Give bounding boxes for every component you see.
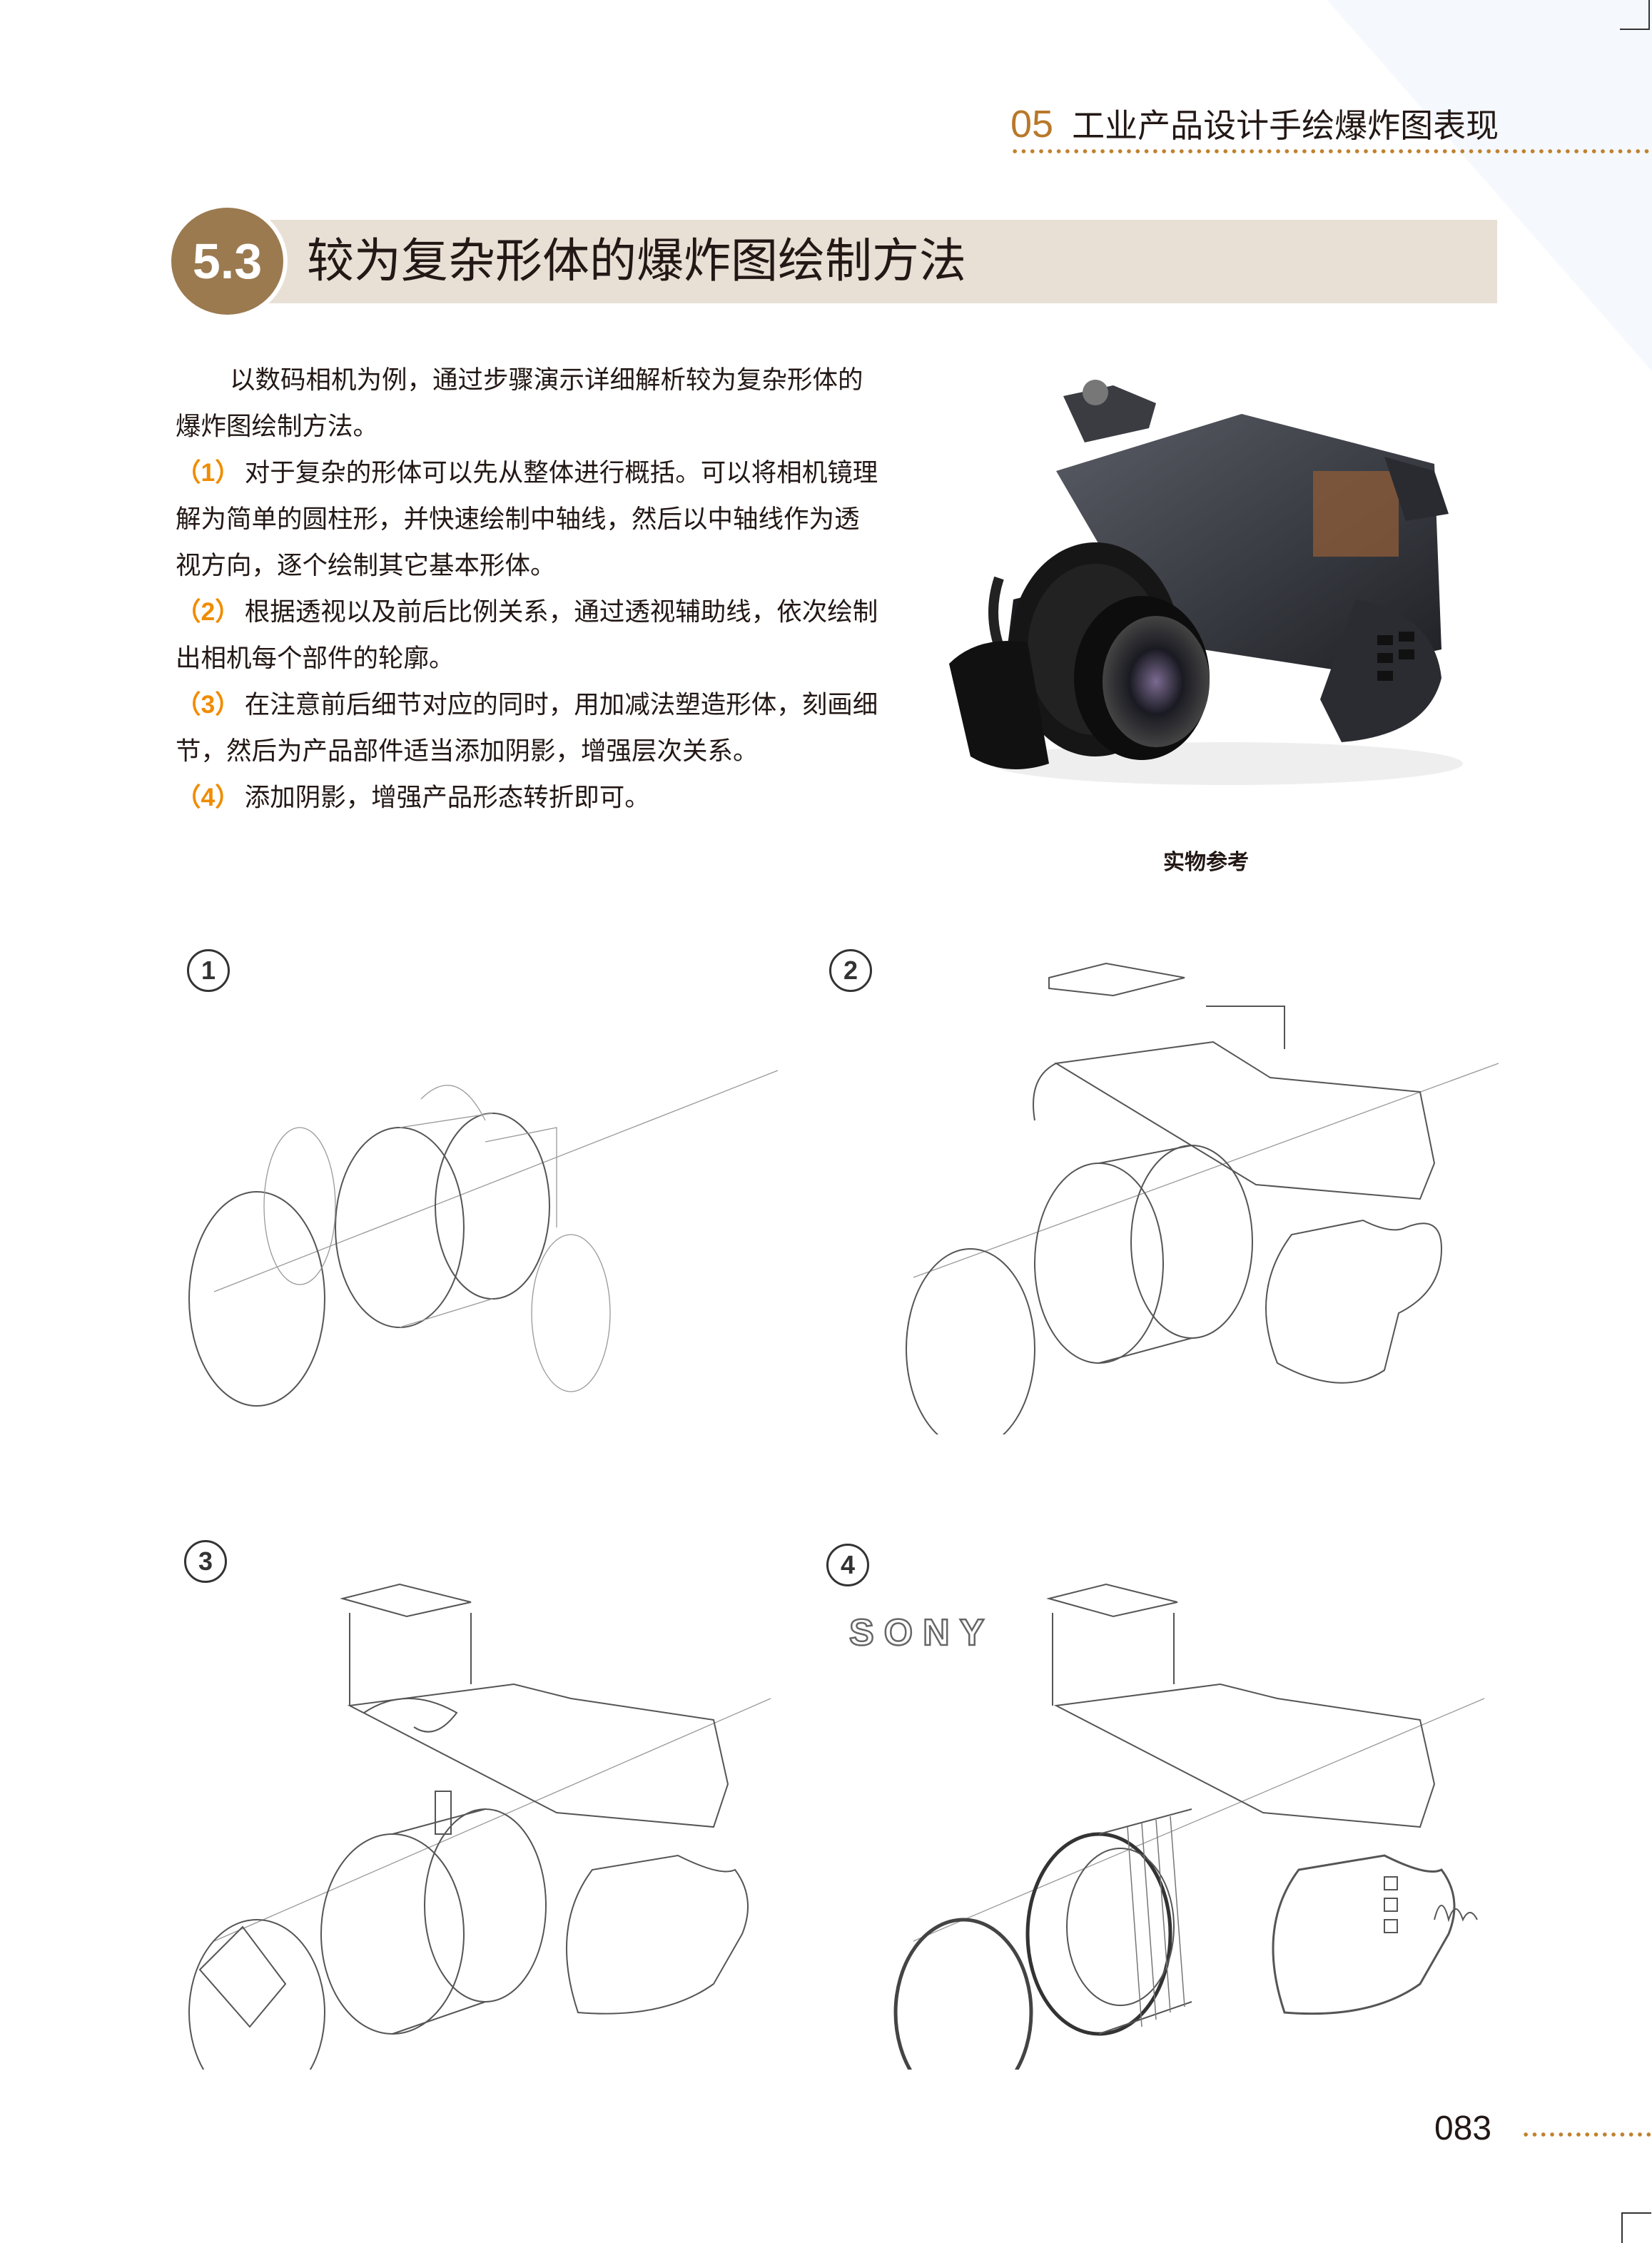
sketch-step-3 [188,1583,771,2070]
step-text: 在注意前后细节对应的同时，用加减法塑造形体，刻画细节，然后为产品部件适当添加阴影… [176,690,878,766]
step-paragraph: （3）在注意前后细节对应的同时，用加减法塑造形体，刻画细节，然后为产品部件适当添… [176,682,882,774]
body-text: 以数码相机为例，通过步骤演示详细解析较为复杂形体的爆炸图绘制方法。 （1）对于复… [176,357,882,821]
step-paragraph: （4）添加阴影，增强产品形态转折即可。 [176,774,882,821]
step-3-label: 3 [184,1540,227,1583]
section-number-badge: 5.3 [171,208,283,315]
sketch-step-1 [188,1070,779,1407]
photo-caption: 实物参考 [1163,850,1249,875]
step-paragraph: （2）根据透视以及前后比例关系，通过透视辅助线，依次绘制出相机每个部件的轮廓。 [176,589,882,682]
step-text: 对于复杂的形体可以先从整体进行概括。可以将相机镜理解为简单的圆柱形，并快速绘制中… [176,458,878,580]
signature [1434,1905,1478,1923]
step-number: （3） [176,690,240,719]
step-text: 添加阴影，增强产品形态转折即可。 [244,783,650,812]
sony-logo-sketch: SONY [848,1611,995,1655]
step-number: （1） [176,458,240,487]
footer-dotted-rule [1521,2132,1652,2137]
step-number: （4） [176,783,240,811]
header-dotted-rule [1010,149,1652,153]
step-2-label: 2 [829,949,872,992]
page-number: 083 [1434,2110,1492,2147]
corner-decoration [1327,0,1652,371]
chapter-title: 工业产品设计手绘爆炸图表现 [1072,106,1499,145]
step-text: 根据透视以及前后比例关系，通过透视辅助线，依次绘制出相机每个部件的轮廓。 [176,597,878,673]
section-title-bar [264,220,1497,303]
sketch-step-2 [906,962,1499,1434]
intro-paragraph: 以数码相机为例，通过步骤演示详细解析较为复杂形体的爆炸图绘制方法。 [176,365,863,441]
crop-mark [1620,0,1650,30]
sketch-step-4 [893,1583,1485,2070]
crop-mark [1621,2212,1651,2243]
camera-exploded-photo [949,380,1463,785]
step-1-label: 1 [187,949,230,992]
step-number: （2） [176,597,240,626]
running-header: 05 工业产品设计手绘爆炸图表现 [1010,100,1499,147]
step-paragraph: （1）对于复杂的形体可以先从整体进行概括。可以将相机镜理解为简单的圆柱形，并快速… [176,450,882,589]
section-title: 较为复杂形体的爆炸图绘制方法 [307,233,966,288]
step-4-label: 4 [826,1544,869,1586]
chapter-number: 05 [1010,103,1054,146]
